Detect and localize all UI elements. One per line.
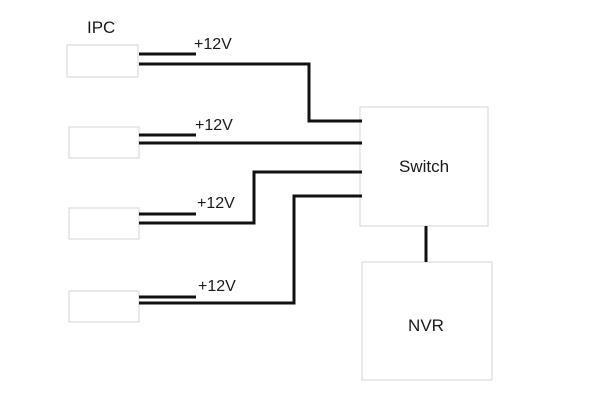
- data-wire-camera-1: [139, 62, 362, 123]
- nvr-label: NVR: [408, 316, 444, 335]
- ipc-label: IPC: [87, 18, 115, 37]
- data-wire-camera-4: [139, 194, 362, 305]
- ipc-camera-2: [68, 126, 140, 159]
- voltage-label-camera-3: +12V: [197, 195, 235, 212]
- switch-label: Switch: [399, 157, 449, 176]
- data-wire-camera-3: [139, 170, 362, 225]
- nvr-box: [361, 261, 493, 381]
- switch-box: [359, 106, 489, 227]
- ipc-camera-4: [68, 290, 140, 323]
- ipc-camera-3: [68, 207, 140, 240]
- voltage-label-camera-1: +12V: [194, 36, 232, 53]
- voltage-label-camera-2: +12V: [195, 117, 233, 134]
- ipc-camera-1: [66, 44, 139, 78]
- voltage-label-camera-4: +12V: [198, 278, 236, 295]
